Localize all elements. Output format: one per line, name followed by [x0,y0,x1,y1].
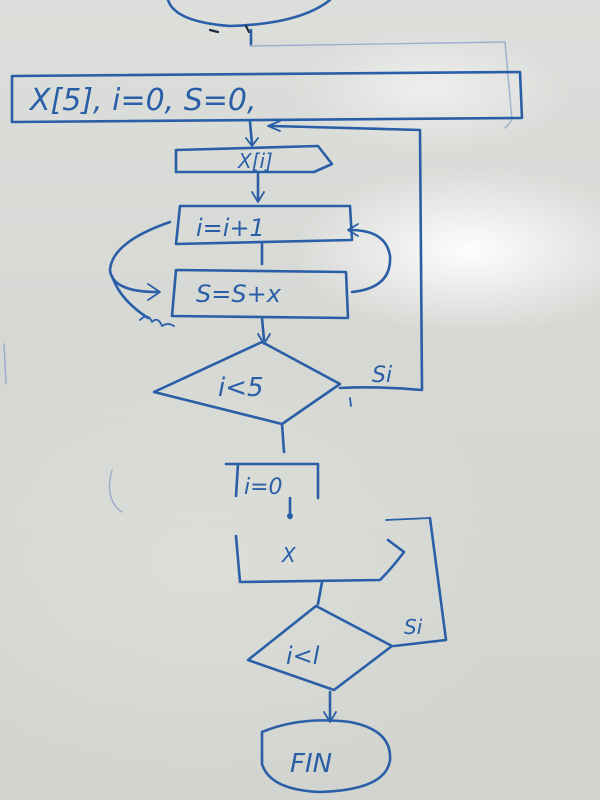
init-label: X[5], i=0, S=0, [28,83,257,118]
right-loop-arrowhead [347,223,359,237]
accumulate-block [170,268,350,320]
loop2-top-line [385,517,431,521]
increment-block [174,204,354,246]
end-label: FIN [290,749,332,779]
decision2-diamond [246,604,394,692]
left-loop-tail [110,274,150,320]
marker-smudge [208,28,220,34]
input-block-loop1 [174,144,334,174]
loop1-return-line [270,124,424,392]
loop2-return-line [392,516,448,648]
reset-block [224,462,320,500]
decision1-label: i<5 [218,373,264,403]
loop1-return-arrowhead [267,120,281,132]
arrow-head [245,137,259,147]
arrow-accumulate-to-decision1 [260,316,266,342]
margin-mark [349,397,352,407]
output-label: X [281,543,297,567]
erased-mark [108,469,123,513]
marker-smudge [244,24,251,34]
arrow-decision1-to-reset [280,422,286,454]
init-block [10,70,524,124]
decision2-label: i<l [286,642,320,670]
input-loop1-label: X[i] [237,149,273,173]
arrow-head [323,711,337,723]
erased-outline [249,41,513,129]
erased-mark [3,343,7,385]
increment-label: i=i+1 [196,214,265,242]
left-loop-arrowhead [147,283,161,301]
accumulate-label: S=S+x [196,280,282,308]
arrow-output-to-decision2 [316,580,324,606]
arrow-head [251,191,265,203]
decision1-yes-label: Si [372,363,392,388]
scribble-mark [139,315,175,327]
arrow-init-to-input [248,120,254,146]
right-loop-arrow [348,228,392,294]
left-loop-arrow [108,220,172,294]
start-terminal-fragment [166,0,332,28]
end-terminal [260,719,392,794]
reset-label: i=0 [244,475,283,500]
arrow-dot [287,513,293,519]
decision2-yes-label: Si [404,615,423,639]
output-block [234,534,406,584]
